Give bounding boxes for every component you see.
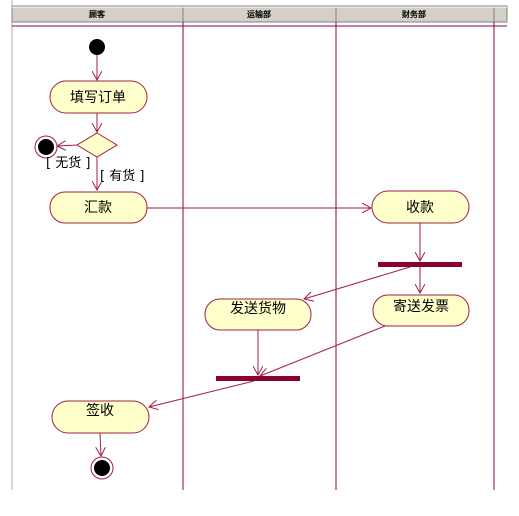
flow-sign-receipt-to-final [100, 432, 101, 456]
activity-remit[interactable]: 汇款 [49, 191, 148, 224]
final-node-dot [94, 460, 110, 476]
activity-remit-label: 汇款 [84, 200, 112, 216]
activity-send-invoice-shape[interactable] [372, 294, 470, 327]
frame-left-edge [0, 0, 12, 516]
lane-header-bg-extra [493, 5, 508, 23]
final-node-no-stock-dot [38, 139, 54, 155]
final-node [90, 456, 114, 480]
activity-ship-goods[interactable]: 发送货物 [204, 298, 312, 331]
fork-bar [378, 262, 462, 267]
activity-receive-payment-label: 收款 [406, 200, 434, 216]
activity-fill-order-shape[interactable] [49, 80, 148, 114]
guard-in-stock: [ 有货 ] [100, 168, 144, 184]
decision-stock[interactable] [76, 132, 118, 158]
activity-ship-goods-label: 发送货物 [230, 300, 286, 317]
flow-fork-to-ship-goods [304, 266, 411, 299]
activity-sign-receipt-label: 签收 [86, 402, 114, 419]
flow-decision-to-flow-final [57, 145, 78, 146]
activity-send-invoice[interactable]: 寄送发票 [372, 294, 470, 327]
final-node-no-stock [34, 135, 58, 159]
activity-fill-order[interactable]: 填写订单 [49, 80, 148, 114]
lane-header-finance: 财务部 [401, 9, 426, 19]
lane-header-customer: 顾客 [89, 9, 106, 19]
activity-fill-order-label: 填写订单 [70, 90, 126, 106]
lane-header-shipping: 运输部 [247, 9, 271, 19]
activity-sign-receipt[interactable]: 签收 [51, 400, 150, 434]
activity-receive-payment[interactable]: 收款 [371, 190, 470, 224]
guard-no-stock: [ 无货 ] [46, 155, 90, 171]
flow-send-invoice-to-join [260, 325, 386, 376]
initial-node [89, 39, 105, 55]
flow-join-to-sign-receipt [149, 380, 255, 407]
activity-send-invoice-label: 寄送发票 [393, 298, 449, 315]
join-bar [216, 376, 300, 381]
lane-header: 顾客 运输部 财务部 [11, 5, 508, 23]
